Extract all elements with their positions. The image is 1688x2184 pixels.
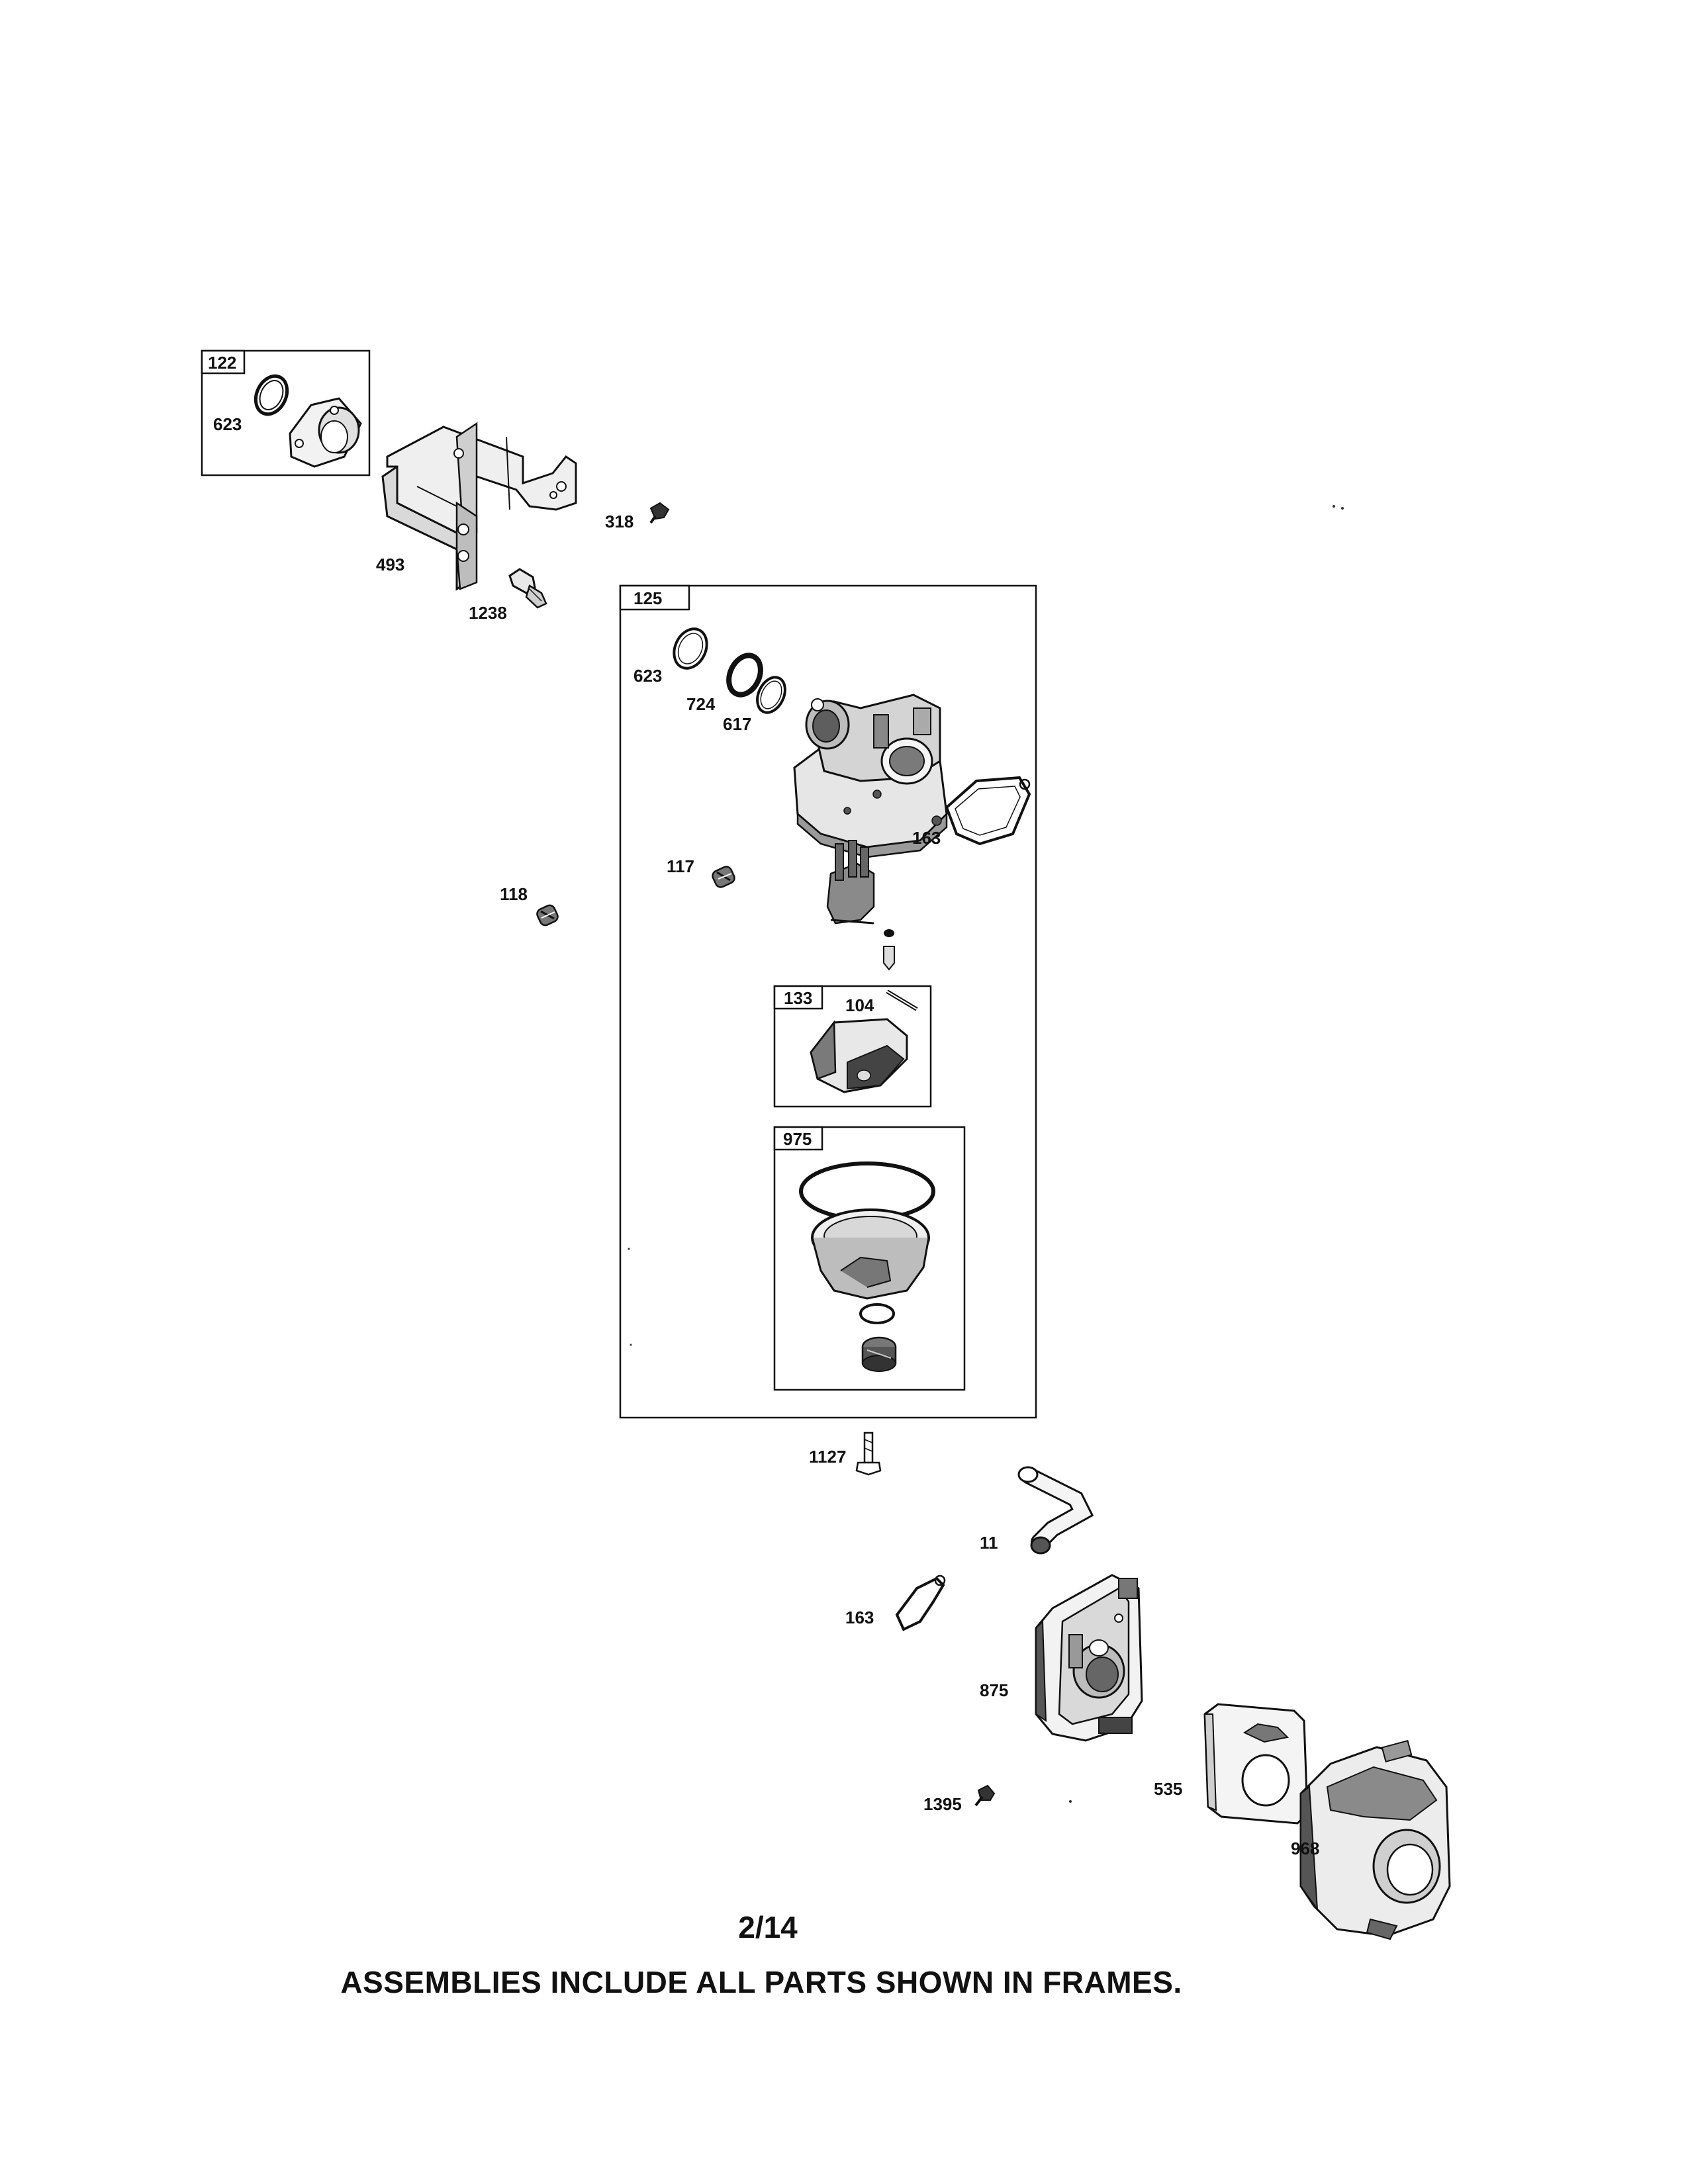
- callout-875: 875: [980, 1680, 1008, 1700]
- frame-133: 133: [773, 985, 932, 1108]
- air-filter-part[interactable]: [1205, 1704, 1307, 1823]
- float-bowl-part[interactable]: [812, 1210, 929, 1298]
- frame-label-133: 133: [784, 988, 812, 1008]
- callout-1127: 1127: [809, 1447, 846, 1467]
- o-ring-623-part[interactable]: [668, 623, 713, 674]
- o-ring-724-part[interactable]: [723, 651, 767, 700]
- callout-617: 617: [723, 714, 751, 734]
- bolt-1238-part[interactable]: [510, 569, 546, 608]
- frame-label-122: 122: [208, 353, 236, 373]
- callout-535: 535: [1154, 1779, 1182, 1799]
- callout-118: 118: [500, 884, 528, 904]
- callout-968: 968: [1291, 1839, 1319, 1858]
- frame-975: 975: [773, 1126, 966, 1391]
- float-pin-part[interactable]: [887, 991, 917, 1009]
- bolt-1127-part[interactable]: [857, 1433, 880, 1475]
- frame-label-975: 975: [783, 1129, 812, 1149]
- intake-adapter-part[interactable]: [290, 398, 361, 467]
- scan-specks: [628, 505, 1344, 1803]
- bowl-washer-part[interactable]: [861, 1304, 894, 1323]
- callout-623-frame122: 623: [213, 414, 242, 434]
- page-number: 2/14: [738, 1910, 798, 1944]
- screw-1395-part[interactable]: [976, 1786, 994, 1805]
- callout-104: 104: [845, 995, 874, 1015]
- emulsion-tube-part[interactable]: [827, 841, 874, 923]
- callout-1238: 1238: [469, 603, 507, 623]
- screw-318-part[interactable]: [651, 503, 669, 523]
- callout-1395: 1395: [923, 1794, 962, 1814]
- callout-117: 117: [667, 856, 694, 876]
- callout-493: 493: [376, 555, 404, 574]
- float-part[interactable]: [811, 1019, 907, 1092]
- callout-623-frame125: 623: [633, 666, 662, 686]
- callout-318: 318: [605, 512, 633, 531]
- gasket-163-top-part[interactable]: [947, 778, 1029, 844]
- o-ring-part[interactable]: [250, 371, 293, 420]
- callout-724: 724: [686, 694, 716, 714]
- air-cleaner-cover-part[interactable]: [1301, 1741, 1450, 1939]
- air-cleaner-base-part[interactable]: [1036, 1575, 1142, 1741]
- callout-163-top: 163: [912, 828, 941, 848]
- bracket-part[interactable]: [383, 424, 576, 589]
- callout-163-bottom: 163: [845, 1608, 874, 1627]
- breather-tube-part[interactable]: [1019, 1467, 1082, 1553]
- carburetor-body-part[interactable]: [794, 695, 947, 857]
- frame-122: 122: [201, 349, 371, 477]
- frame-125: 125: [619, 584, 1037, 1419]
- frame-label-125: 125: [633, 588, 662, 608]
- gasket-163-bottom-part[interactable]: [897, 1576, 945, 1629]
- bowl-nut-part[interactable]: [863, 1338, 896, 1371]
- needle-valve-part[interactable]: [884, 929, 894, 970]
- callout-11: 11: [980, 1533, 998, 1553]
- o-ring-617-part[interactable]: [752, 673, 790, 717]
- assemblies-note: ASSEMBLIES INCLUDE ALL PARTS SHOWN IN FR…: [340, 1965, 1182, 1999]
- spring-118-part[interactable]: [536, 903, 559, 927]
- spring-117-part[interactable]: [711, 865, 736, 889]
